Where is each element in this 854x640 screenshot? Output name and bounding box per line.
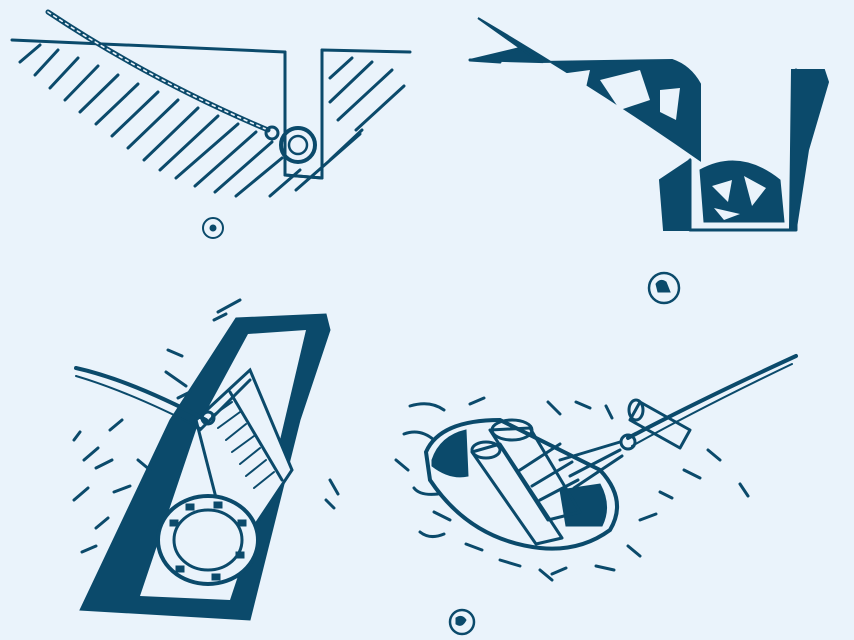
panel-c <box>74 300 338 620</box>
panel-marker-b <box>649 273 679 303</box>
panel-b <box>470 18 828 303</box>
ground-surface-left <box>12 40 410 196</box>
panel-marker-a <box>203 218 223 238</box>
stake-log <box>629 400 690 448</box>
ring-anchor <box>266 127 315 162</box>
round-object <box>700 161 784 222</box>
panel-a <box>12 12 410 238</box>
panel-marker-d <box>450 610 474 634</box>
panel-d <box>396 356 796 634</box>
